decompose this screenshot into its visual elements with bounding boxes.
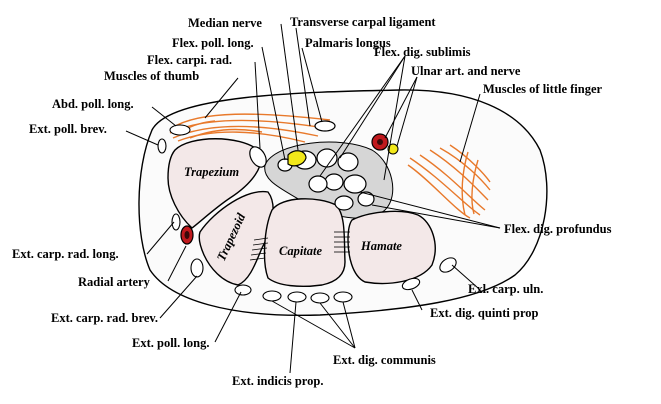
label-ext-dig-communis: Ext. dig. communis [333,353,436,367]
leader-lines [125,23,501,374]
trapezoid-bone [198,190,274,286]
label-ext-indicis-prop: Ext. indicis prop. [232,374,323,388]
label-exl-carp-uln: Exl. carp. uln. [468,282,543,296]
label-palmaris-longus: Palmaris longus [305,36,391,50]
label-radial-artery: Radial artery [78,275,151,289]
label-flex-carpi-rad: Flex. carpi. rad. [147,53,232,67]
label-flex-dig-sublimis: Flex. dig. sublimis [374,45,471,59]
flex-carpi-rad-tendon [249,146,267,168]
label-ext-poll-brev: Ext. poll. brev. [29,122,107,136]
joint-hatching [249,231,350,261]
label-flex-dig-profundus: Flex. dig. profundus [504,222,612,236]
ulnar-nerve [387,143,399,155]
capitate-label: Capitate [279,244,323,258]
label-ext-poll-long: Ext. poll. long. [132,336,209,350]
label-ext-dig-quinti-prop: Ext. dig. quinti prop [430,306,539,320]
radial-artery-lumen [184,231,190,239]
label-ext-carp-rad-brev: Ext. carp. rad. brev. [51,311,158,325]
trapezium-label: Trapezium [184,165,239,179]
label-ulnar-art-and-nerve: Ulnar art. and nerve [411,64,521,78]
label-ext-carp-rad-long: Ext. carp. rad. long. [12,247,119,261]
ulnar-artery-lumen [377,139,383,145]
label-muscles-of-little-finger: Muscles of little finger [483,82,603,96]
peripheral-tendons [157,124,457,304]
hamate-label: Hamate [360,239,402,253]
label-muscles-of-thumb: Muscles of thumb [104,69,199,83]
label-abd-poll-long: Abd. poll. long. [52,97,134,111]
label-flex-poll-long: Flex. poll. long. [172,36,254,50]
muscles-of-little-finger [407,144,491,219]
label-median-nerve: Median nerve [188,16,262,30]
palmaris-longus-tendon [314,120,336,132]
label-transverse-carpal-ligament: Transverse carpal ligament [290,15,436,29]
trapezium-bone [167,138,262,229]
capitate-bone [263,198,346,287]
median-nerve-shape [287,150,307,167]
